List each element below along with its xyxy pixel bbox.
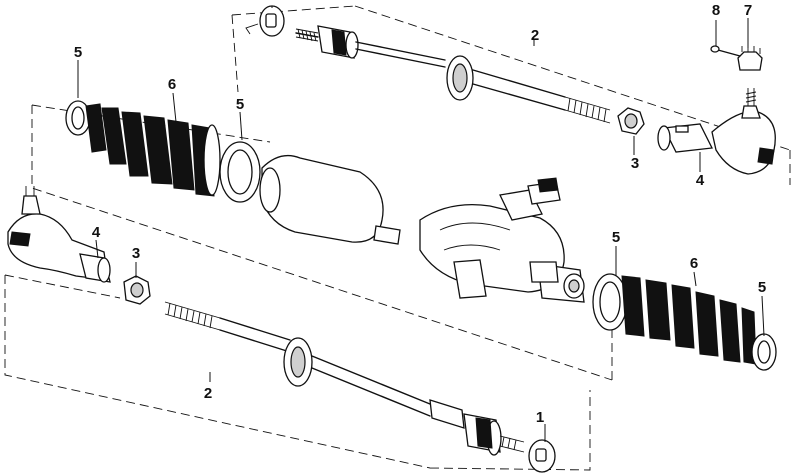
- tie-rod-lower: [164, 301, 525, 456]
- callout-sleeve-upper: 4: [696, 172, 705, 189]
- boot-clamp-top-mid: [219, 141, 261, 203]
- lock-plate-lower: [528, 439, 556, 473]
- callout-tie-rod-upper: 2: [531, 27, 539, 44]
- boot-clamp-bottom-mid: [592, 273, 628, 331]
- castle-nut: [737, 46, 763, 71]
- nut-lower: [123, 275, 151, 305]
- rack-right-end: [529, 261, 585, 303]
- steering-gear-housing: [419, 177, 565, 299]
- leader-lines: [77, 6, 765, 442]
- callout-nut-upper: 3: [631, 155, 639, 172]
- callout-cotter-pin: 8: [712, 2, 720, 19]
- boot-clamp-top-left: [65, 100, 91, 136]
- boot-clamp-bottom-right: [751, 333, 777, 371]
- callout-clamp-top-left: 5: [74, 44, 82, 61]
- callout-sleeve-lower: 4: [92, 224, 101, 241]
- cotter-pin: [710, 45, 741, 57]
- group-frame-upper-tie-rod: [231, 5, 791, 185]
- callout-nut-lower: 3: [132, 245, 140, 262]
- bellows-boot-right: [621, 275, 757, 365]
- group-frame-lower-tie-rod: [4, 274, 591, 471]
- callout-tie-rod-lower: 2: [204, 385, 212, 402]
- callout-clamp-top-mid: 5: [236, 96, 244, 113]
- adjusting-sleeve-lower: [79, 253, 111, 283]
- tie-rod-end-upper: [711, 88, 776, 175]
- callout-clamp-bottom-right: 5: [758, 279, 766, 296]
- rack-tube: [259, 154, 401, 245]
- callout-boot-right: 6: [690, 255, 698, 272]
- callout-castle-nut: 7: [744, 2, 752, 19]
- callout-lock-plate: 1: [536, 409, 544, 426]
- tie-rod-upper: [295, 25, 611, 124]
- callout-clamp-bottom-mid: 5: [612, 229, 620, 246]
- callout-boot-left: 6: [168, 76, 176, 93]
- lock-plate-upper: [245, 5, 285, 37]
- adjusting-sleeve-upper: [657, 123, 713, 153]
- nut-upper: [617, 107, 645, 135]
- bellows-boot-left: [85, 103, 221, 197]
